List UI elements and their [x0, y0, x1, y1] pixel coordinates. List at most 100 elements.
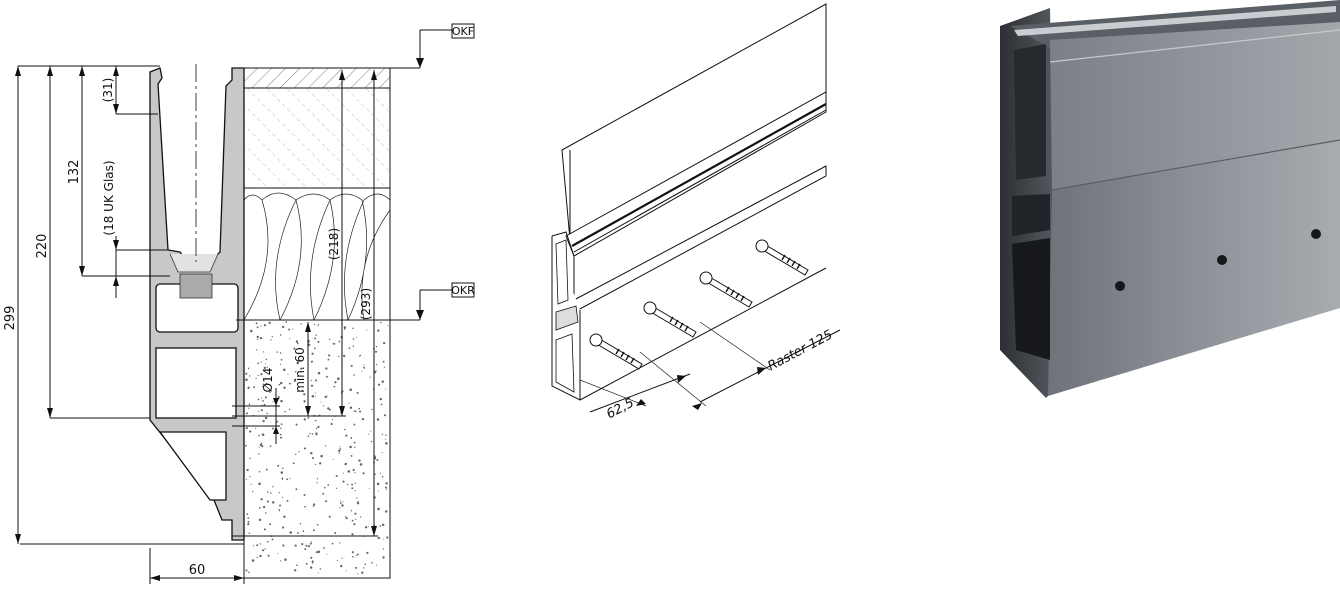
concrete-aggregate-dot	[245, 378, 248, 382]
concrete-aggregate-dot	[250, 329, 253, 333]
concrete-aggregate-dot	[249, 375, 251, 377]
concrete-aggregate-dot	[352, 338, 355, 340]
concrete-aggregate-dot	[299, 522, 302, 525]
concrete-aggregate-dot	[353, 441, 356, 444]
concrete-aggregate-dot	[278, 509, 280, 511]
concrete-aggregate-dot	[349, 406, 353, 410]
edge-label: 62,5	[604, 395, 637, 422]
concrete-aggregate-dot	[351, 519, 354, 522]
concrete-aggregate-dot	[292, 462, 295, 465]
concrete-aggregate-dot	[351, 483, 354, 486]
concrete-aggregate-dot	[304, 548, 307, 551]
concrete-aggregate-dot	[279, 363, 282, 365]
concrete-aggregate-dot	[362, 472, 365, 475]
concrete-aggregate-dot	[258, 482, 261, 486]
concrete-aggregate-dot	[266, 491, 269, 493]
concrete-aggregate-dot	[338, 355, 340, 358]
concrete-aggregate-dot	[330, 422, 333, 426]
mounting-hole	[1311, 229, 1321, 239]
concrete-aggregate-dot	[258, 447, 260, 449]
concrete-aggregate-dot	[343, 354, 346, 358]
concrete-aggregate-dot	[317, 572, 319, 574]
concrete-aggregate-dot	[257, 338, 259, 341]
concrete-aggregate-dot	[300, 323, 302, 325]
concrete-aggregate-dot	[355, 566, 357, 569]
concrete-aggregate-dot	[369, 376, 371, 378]
concrete-aggregate-dot	[248, 403, 251, 405]
concrete-aggregate-dot	[259, 543, 262, 545]
concrete-aggregate-dot	[310, 379, 312, 382]
concrete-aggregate-dot	[324, 395, 327, 399]
concrete-aggregate-dot	[262, 505, 266, 509]
concrete-aggregate-dot	[379, 397, 383, 401]
concrete-aggregate-dot	[263, 403, 266, 406]
concrete-aggregate-dot	[358, 407, 361, 410]
concrete-aggregate-dot	[277, 553, 279, 554]
concrete-aggregate-dot	[261, 397, 263, 399]
concrete-aggregate-dot	[314, 419, 317, 422]
concrete-aggregate-dot	[255, 322, 258, 325]
concrete-aggregate-dot	[356, 502, 360, 505]
concrete-aggregate-dot	[252, 545, 254, 547]
concrete-aggregate-dot	[327, 358, 330, 361]
concrete-aggregate-dot	[281, 477, 284, 480]
concrete-aggregate-dot	[331, 542, 334, 545]
concrete-aggregate-dot	[343, 326, 347, 329]
concrete-aggregate-dot	[385, 482, 388, 485]
concrete-aggregate-dot	[310, 556, 313, 559]
concrete-aggregate-dot	[247, 386, 250, 389]
concrete-aggregate-dot	[333, 385, 336, 388]
concrete-aggregate-dot	[284, 558, 287, 561]
concrete-aggregate-dot	[354, 410, 357, 413]
concrete-aggregate-dot	[320, 401, 322, 403]
concrete-aggregate-dot	[368, 487, 370, 489]
concrete-aggregate-dot	[261, 445, 264, 448]
concrete-aggregate-dot	[316, 523, 319, 526]
concrete-aggregate-dot	[339, 500, 342, 502]
concrete-aggregate-dot	[283, 368, 286, 372]
concrete-aggregate-dot	[359, 354, 362, 357]
concrete-aggregate-dot	[337, 377, 340, 380]
concrete-aggregate-dot	[382, 548, 385, 550]
concrete-aggregate-dot	[279, 560, 282, 562]
concrete-aggregate-dot	[355, 554, 357, 557]
concrete-aggregate-dot	[270, 339, 272, 341]
concrete-aggregate-dot	[335, 474, 338, 478]
dimension-raster: Raster 125	[639, 321, 841, 410]
level-marker-okf: OKF	[236, 23, 475, 69]
concrete-aggregate-dot	[249, 457, 251, 460]
concrete-aggregate-dot	[251, 559, 255, 562]
concrete-aggregate-dot	[259, 554, 262, 558]
dim-width-60-label: 60	[189, 563, 206, 578]
concrete-aggregate-dot	[339, 448, 342, 450]
concrete-aggregate-dot	[361, 417, 365, 421]
concrete-aggregate-dot	[383, 366, 385, 368]
concrete-aggregate-dot	[313, 323, 316, 326]
concrete-aggregate-dot	[352, 345, 355, 348]
concrete-aggregate-dot	[303, 400, 306, 403]
concrete-aggregate-dot	[358, 459, 361, 462]
concrete-aggregate-dot	[361, 370, 363, 372]
concrete-aggregate-dot	[363, 567, 365, 569]
concrete-aggregate-dot	[260, 442, 263, 445]
concrete-aggregate-dot	[266, 500, 269, 503]
concrete-aggregate-dot	[376, 482, 380, 486]
concrete-aggregate-dot	[341, 557, 343, 559]
concrete-aggregate-dot	[322, 492, 325, 495]
concrete-aggregate-dot	[375, 370, 377, 372]
concrete-aggregate-dot	[325, 375, 328, 378]
concrete-aggregate-dot	[294, 569, 297, 572]
concrete-aggregate-dot	[325, 367, 328, 370]
concrete-aggregate-dot	[248, 407, 250, 409]
concrete-aggregate-dot	[354, 490, 356, 492]
mounting-hole	[1115, 281, 1125, 291]
concrete-aggregate-dot	[312, 503, 316, 506]
dimension-31: (31)	[101, 66, 158, 115]
concrete-aggregate-dot	[293, 347, 296, 350]
concrete-aggregate-dot	[311, 433, 314, 435]
concrete-aggregate-dot	[315, 551, 318, 554]
concrete-aggregate-dot	[340, 502, 342, 504]
concrete-aggregate-dot	[266, 412, 268, 415]
concrete-aggregate-dot	[339, 507, 341, 509]
screed-layer	[243, 67, 391, 189]
